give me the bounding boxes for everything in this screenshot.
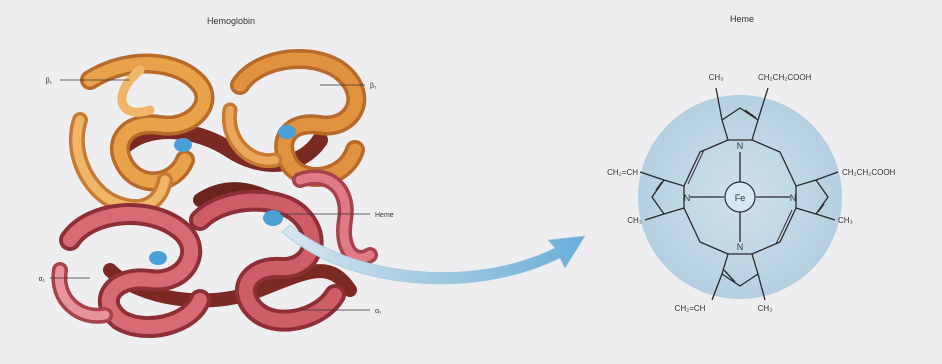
group-top-right: CH₂CH₂COOH xyxy=(758,73,812,82)
group-left-upper: CH₂=CH xyxy=(607,168,638,177)
label-alpha-left: α₁ xyxy=(39,276,46,283)
heme-title: Heme xyxy=(730,14,754,24)
iron-atom: Fe xyxy=(735,193,746,203)
group-bottom-left: CH₂=CH xyxy=(675,304,706,313)
hemoglobin-title: Hemoglobin xyxy=(207,16,255,26)
group-top-left: CH₃ xyxy=(709,73,724,82)
nitrogen-bottom: N xyxy=(737,242,744,252)
label-beta-left: β₁ xyxy=(46,78,53,85)
heme-molecule: Fe N N N N CH₃ CH₂CH₂COOH CH₂=CH CH₃ CH₂… xyxy=(607,73,895,313)
hemoglobin-protein xyxy=(59,59,370,327)
group-bottom-right: CH₃ xyxy=(758,304,773,313)
nitrogen-left: N xyxy=(684,193,691,203)
alpha-chain-left xyxy=(59,214,200,327)
heme-group-1 xyxy=(174,138,192,152)
label-beta-right: β₁ xyxy=(370,83,377,90)
label-heme: Heme xyxy=(375,212,394,219)
nitrogen-top: N xyxy=(737,141,744,151)
heme-group-2 xyxy=(278,125,296,139)
group-right-upper: CH₂CH₂COOH xyxy=(842,168,896,177)
group-right-lower: CH₃ xyxy=(838,216,853,225)
label-alpha-right: α₁ xyxy=(375,308,382,315)
group-left-lower: CH₃ xyxy=(627,216,642,225)
heme-group-4 xyxy=(149,251,167,265)
nitrogen-right: N xyxy=(790,193,797,203)
heme-group-3 xyxy=(263,210,283,226)
beta-chain-right xyxy=(229,59,356,177)
